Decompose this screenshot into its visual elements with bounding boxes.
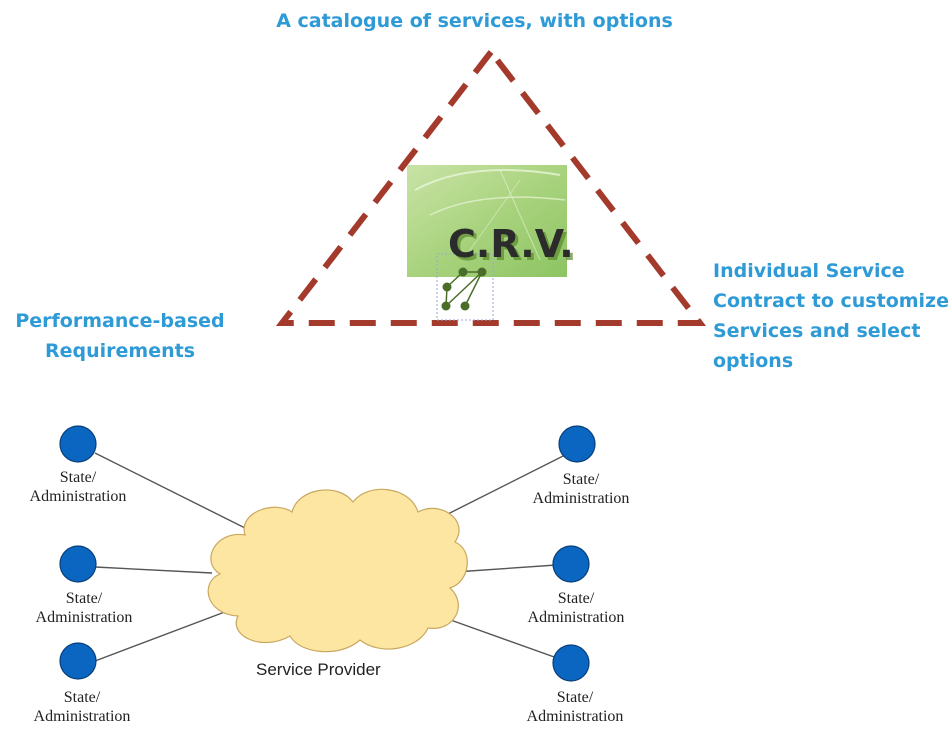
state-node-label-line1: State/: [63, 689, 101, 706]
state-node-label: State/ Administration: [506, 589, 646, 627]
state-node-label-line2: Administration: [33, 708, 131, 725]
contract-label-line4: options: [713, 350, 794, 372]
state-node-label: State/ Administration: [8, 468, 148, 506]
state-node-icon: [552, 644, 590, 682]
state-node-label-line1: State/: [557, 590, 595, 607]
state-node-label: State/ Administration: [14, 589, 154, 627]
connector-line: [454, 563, 572, 573]
service-provider-label-text: Service Provider: [256, 660, 381, 679]
connector-line: [429, 448, 578, 524]
state-node-label: State/ Administration: [12, 688, 152, 726]
contract-label-line3: Services and select: [713, 320, 921, 342]
state-node-label-line1: State/: [65, 590, 103, 607]
state-node-label-line2: Administration: [527, 609, 625, 626]
state-node-icon: [558, 425, 596, 463]
state-node-icon: [59, 642, 97, 680]
crv-logo: C.R.V. C.R.V.: [407, 165, 577, 321]
catalogue-label-text: A catalogue of services, with options: [276, 10, 673, 32]
state-node-icon: [552, 545, 590, 583]
connector-line: [94, 452, 246, 529]
connector-line: [94, 566, 213, 574]
state-node-label-line2: Administration: [526, 708, 624, 725]
state-node-label: State/ Administration: [511, 470, 651, 508]
state-node-label-line1: State/: [59, 469, 97, 486]
crv-logo-background: [407, 165, 567, 277]
requirements-label-line1: Performance-based: [15, 310, 225, 332]
crv-node-cluster-icon: [445, 271, 483, 307]
state-node-label-line2: Administration: [532, 490, 630, 507]
state-node-label-line1: State/: [556, 689, 594, 706]
connector-line: [444, 617, 572, 664]
state-node-label-line1: State/: [562, 471, 600, 488]
state-node-icon: [59, 425, 97, 463]
contract-label-line1: Individual Service: [713, 260, 905, 282]
state-node-label-line2: Administration: [35, 609, 133, 626]
state-node-label-line2: Administration: [29, 488, 127, 505]
dashed-triangle: [275, 47, 707, 326]
requirements-label-line2: Requirements: [44, 340, 195, 362]
network-connectors: [94, 448, 578, 664]
service-provider-label: Service Provider: [256, 660, 381, 680]
service-provider-cloud: [207, 488, 468, 653]
crv-logo-text: C.R.V.: [448, 222, 574, 266]
contract-label-line2: Contract to customize: [713, 290, 949, 312]
crv-node-frame: [436, 253, 494, 321]
connector-line: [94, 609, 231, 662]
state-node-label: State/ Administration: [505, 688, 645, 726]
requirements-label: Performance-based Requirements: [0, 306, 240, 366]
contract-label: Individual Service Contract to customize…: [713, 256, 949, 376]
catalogue-label: A catalogue of services, with options: [0, 6, 949, 36]
crv-logo-shadow: C.R.V.: [451, 225, 577, 269]
state-nodes: [59, 425, 596, 682]
state-node-icon: [59, 545, 97, 583]
